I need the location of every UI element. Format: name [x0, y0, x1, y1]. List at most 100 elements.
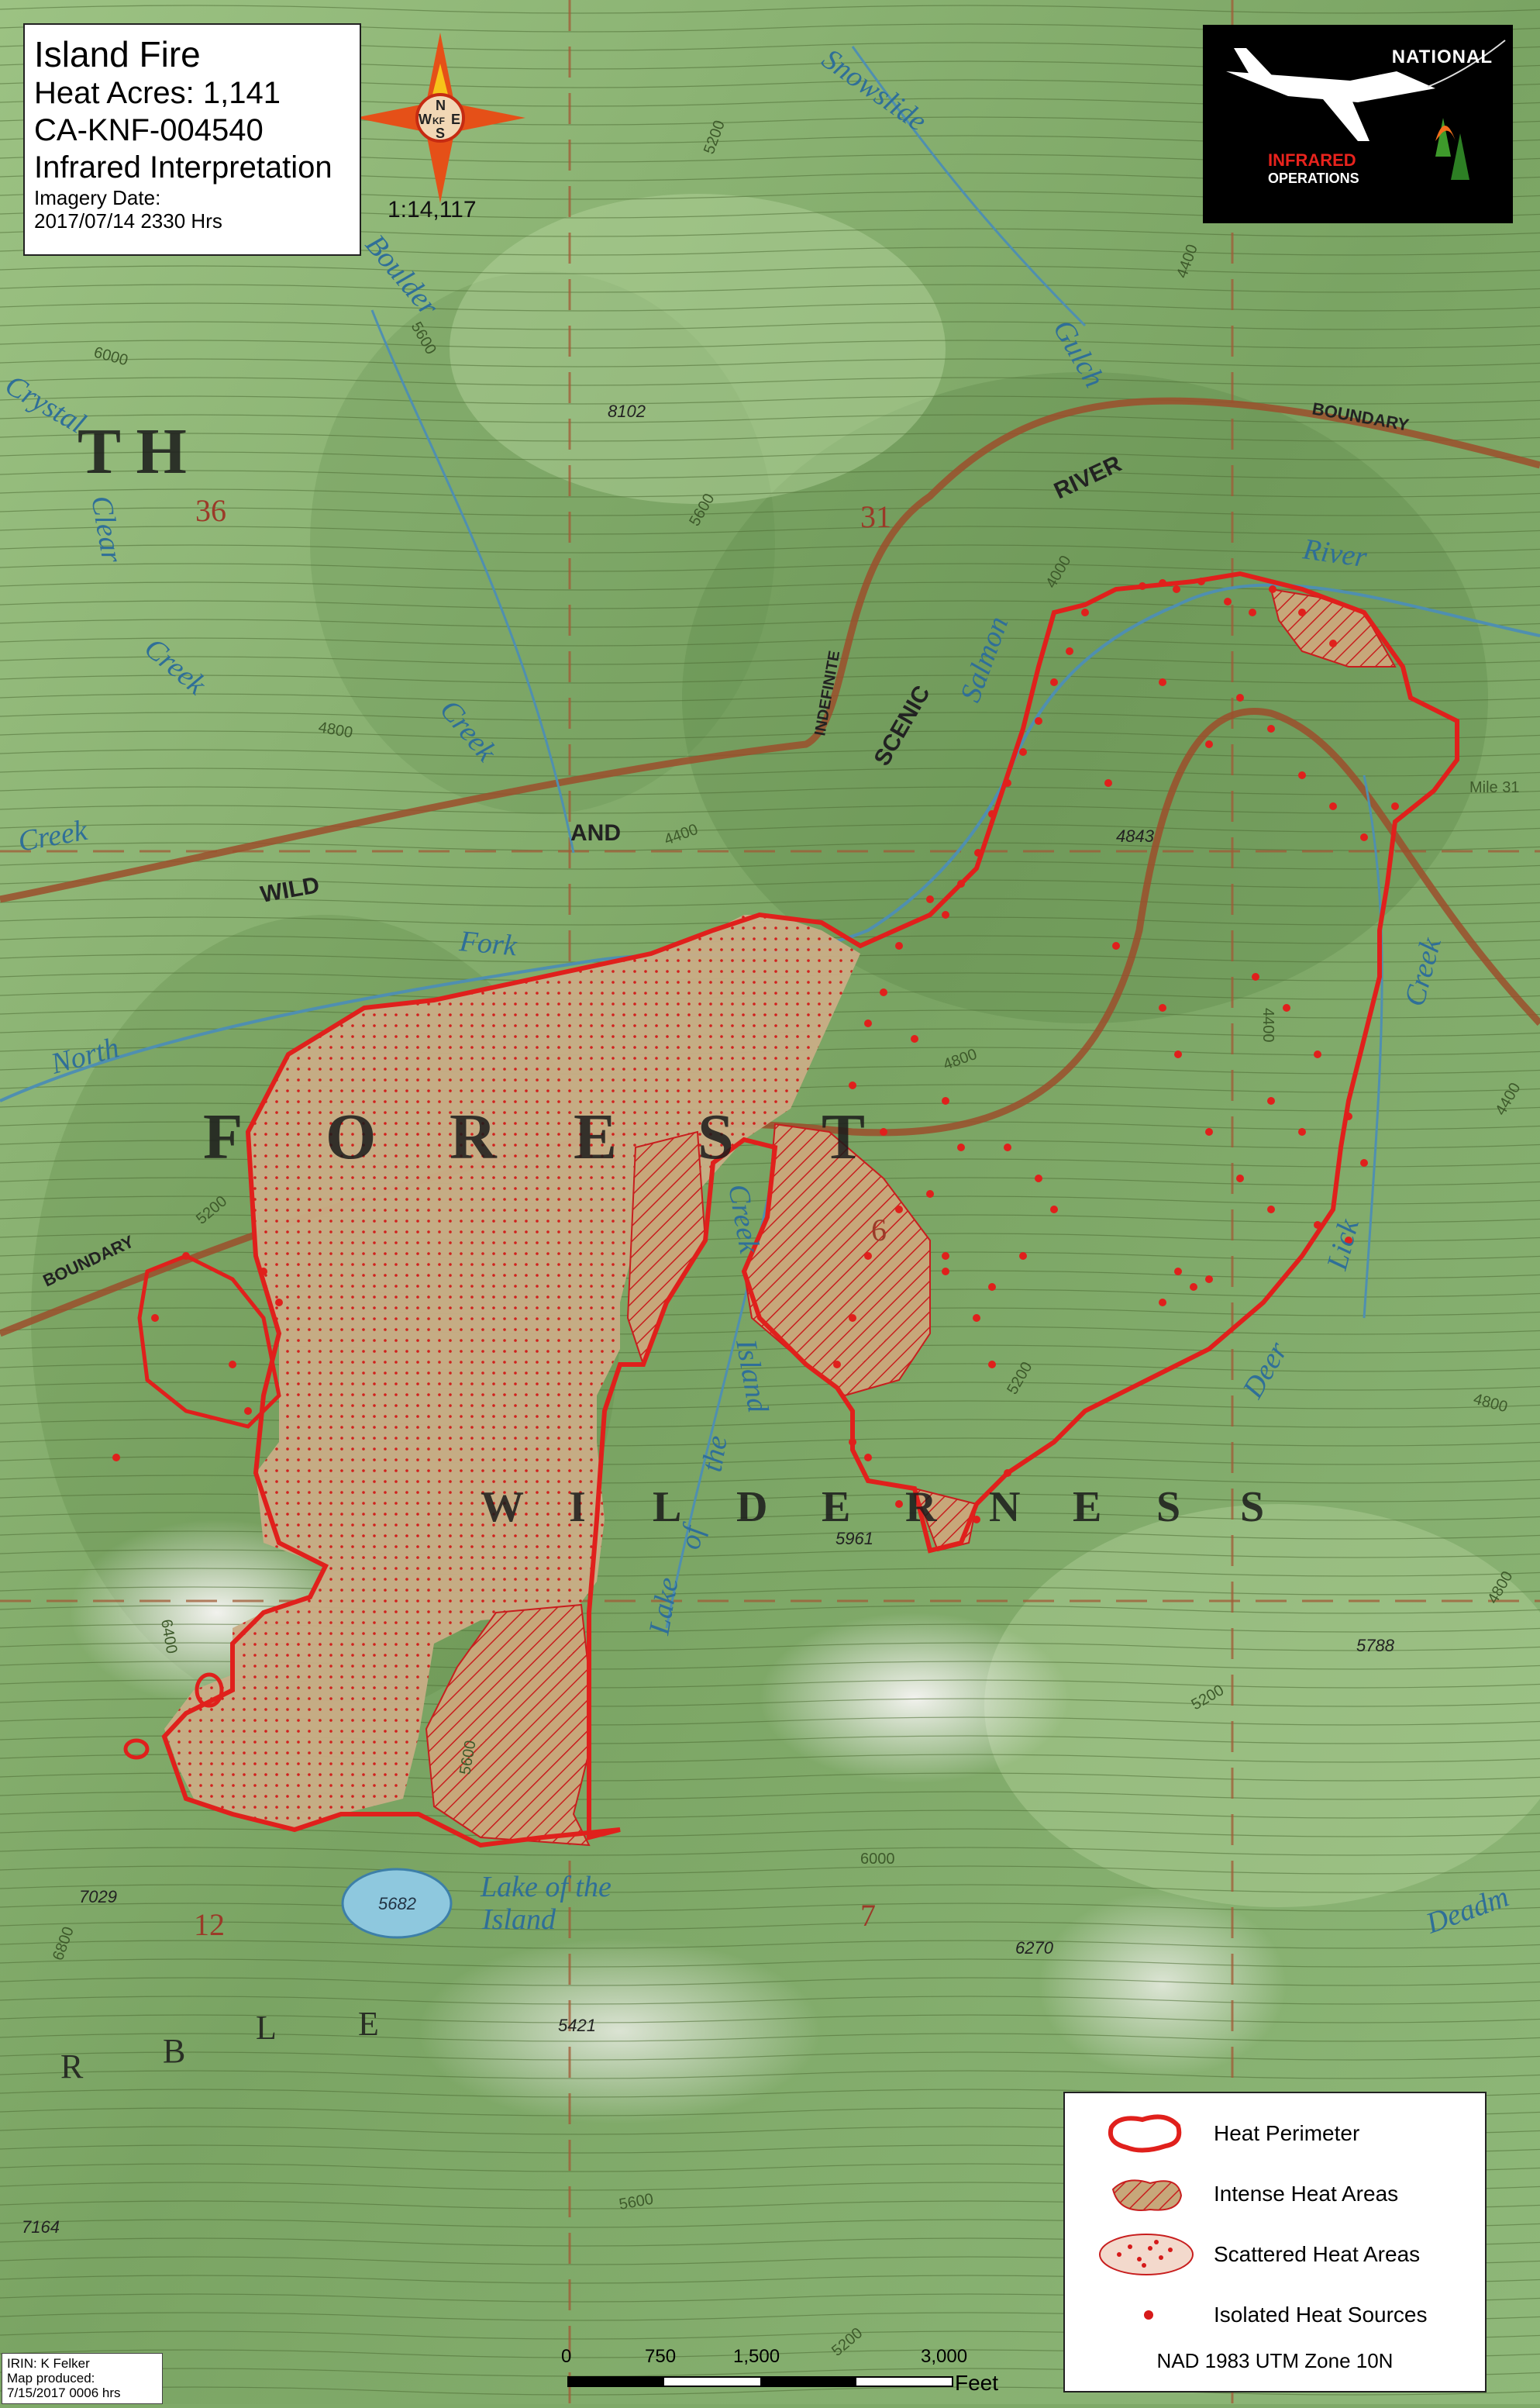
ble-letter: E	[358, 2005, 379, 2043]
isolated-heat-source	[1173, 585, 1180, 593]
wilderness-letter: S	[1240, 1483, 1264, 1531]
wilderness-letter: N	[989, 1483, 1020, 1531]
isolated-heat-source	[260, 1268, 267, 1275]
isolated-heat-source	[1252, 973, 1259, 981]
legend: Heat Perimeter Intense Heat Areas Scatte…	[1063, 2092, 1487, 2392]
isolated-heat-source	[849, 1438, 856, 1446]
scalebar-tick: 1,500	[733, 2346, 780, 2367]
isolated-heat-source	[1004, 779, 1011, 787]
section-number: 6	[871, 1213, 887, 1247]
legend-item-scattered-heat: Scattered Heat Areas	[1065, 2228, 1485, 2282]
isolated-heat-source	[1050, 1206, 1058, 1213]
spot-elevation: 6270	[1015, 1938, 1054, 1958]
isolated-heat-source	[1269, 585, 1276, 593]
isolated-heat-source	[880, 988, 887, 996]
isolated-heat-source	[1019, 1252, 1027, 1260]
isolated-heat-source	[1345, 1237, 1352, 1244]
isolated-heat-source	[1139, 582, 1146, 590]
isolated-heat-source	[942, 911, 949, 919]
isolated-heat-source	[849, 1082, 856, 1089]
legend-label: Scattered Heat Areas	[1214, 2242, 1421, 2266]
isolated-heat-source	[229, 1361, 236, 1368]
compass-s: S	[436, 126, 445, 141]
creek	[851, 46, 1087, 327]
isolated-heat-source	[988, 1283, 996, 1291]
credits-box: IRIN: K Felker Map produced: 7/15/2017 0…	[2, 2353, 163, 2404]
isolated-heat-source	[182, 1252, 190, 1260]
section-number: 12	[194, 1907, 225, 1942]
forest-letter: F	[203, 1101, 243, 1173]
isolated-heat-source	[1314, 1221, 1321, 1229]
water-label: Fork	[457, 925, 519, 962]
scalebar-tick: 3,000	[921, 2346, 968, 2367]
wilderness-letter: D	[736, 1483, 767, 1531]
wilderness-letter: I	[569, 1483, 586, 1531]
datum-label: NAD 1983 UTM Zone 10N	[1156, 2349, 1394, 2372]
nio-logo: NATIONAL INFRARED OPERATIONS	[1203, 25, 1513, 223]
isolated-heat-source	[1035, 717, 1042, 725]
isolated-heat-swatch-icon	[1144, 2310, 1153, 2320]
isolated-heat-source	[1159, 1299, 1166, 1306]
isolated-heat-source	[1329, 802, 1337, 810]
isolated-heat-source	[1159, 579, 1166, 587]
produced-date: 7/15/2017 0006 hrs	[7, 2386, 121, 2400]
compass-w: W	[419, 112, 432, 127]
intense-heat-area	[425, 1603, 591, 1847]
lake-elevation-label: 5682	[378, 1894, 416, 1913]
logo-infrared: INFRARED	[1268, 150, 1356, 170]
wilderness-letter: W	[481, 1483, 524, 1531]
isolated-heat-source	[926, 895, 934, 903]
section-number: 7	[860, 1898, 876, 1933]
isolated-heat-source	[895, 1206, 903, 1213]
creek	[370, 309, 575, 854]
isolated-heat-source	[112, 1454, 120, 1461]
isolated-heat-source	[1329, 640, 1337, 647]
isolated-heat-source	[1205, 740, 1213, 748]
isolated-heat-source	[1267, 725, 1275, 733]
scalebar-tick: 750	[645, 2346, 677, 2367]
isolated-heat-source	[1236, 694, 1244, 702]
ble-letter: R	[60, 2047, 84, 2085]
heat-acres: Heat Acres: 1,141	[34, 76, 281, 110]
isolated-heat-source	[880, 1128, 887, 1136]
irin-name: IRIN: K Felker	[7, 2356, 90, 2371]
isolated-heat-source	[244, 1407, 252, 1415]
isolated-heat-source	[973, 1314, 980, 1322]
compass-e: E	[451, 112, 460, 127]
isolated-heat-source	[1267, 1206, 1275, 1213]
heat-perimeter	[161, 571, 1459, 1848]
isolated-heat-source	[1391, 802, 1399, 810]
wilderness-letter: R	[905, 1483, 937, 1531]
forest-letter: T	[822, 1101, 865, 1173]
isolated-heat-source	[1050, 678, 1058, 686]
salmon-river	[0, 583, 1540, 1102]
wsr-label: AND	[570, 820, 621, 846]
legend-label: Isolated Heat Sources	[1214, 2303, 1428, 2327]
isolated-heat-source	[911, 1035, 918, 1043]
heat-perimeter	[123, 1738, 150, 1760]
scale-ratio: 1:14,117	[388, 197, 477, 223]
contour-label: Mile 31	[1469, 779, 1519, 796]
isolated-heat-source	[957, 880, 965, 888]
isolated-heat-source	[1298, 1128, 1306, 1136]
wilderness-letter: L	[653, 1483, 681, 1531]
compass-n: N	[436, 98, 446, 113]
isolated-heat-source	[974, 849, 982, 857]
fire-name: Island Fire	[34, 34, 201, 74]
isolated-heat-source	[942, 1097, 949, 1105]
product-title: Infrared Interpretation	[34, 150, 332, 185]
isolated-heat-source	[1249, 609, 1256, 616]
intense-heat-area	[913, 1487, 978, 1552]
legend-label: Heat Perimeter	[1214, 2121, 1360, 2145]
heat-perimeter-swatch-icon	[1108, 2114, 1182, 2153]
intense-heat-swatch-icon	[1111, 2179, 1183, 2211]
spot-elevation: 7164	[22, 2217, 60, 2237]
contour-label: 6000	[860, 1851, 895, 1868]
creek	[1363, 774, 1383, 1319]
isolated-heat-source	[1236, 1175, 1244, 1182]
isolated-heat-source	[1197, 578, 1205, 585]
boundary-line	[0, 397, 1540, 903]
water-label: Island	[481, 1903, 556, 1936]
isolated-heat-source	[988, 810, 996, 818]
wilderness-letter: E	[1073, 1483, 1101, 1531]
